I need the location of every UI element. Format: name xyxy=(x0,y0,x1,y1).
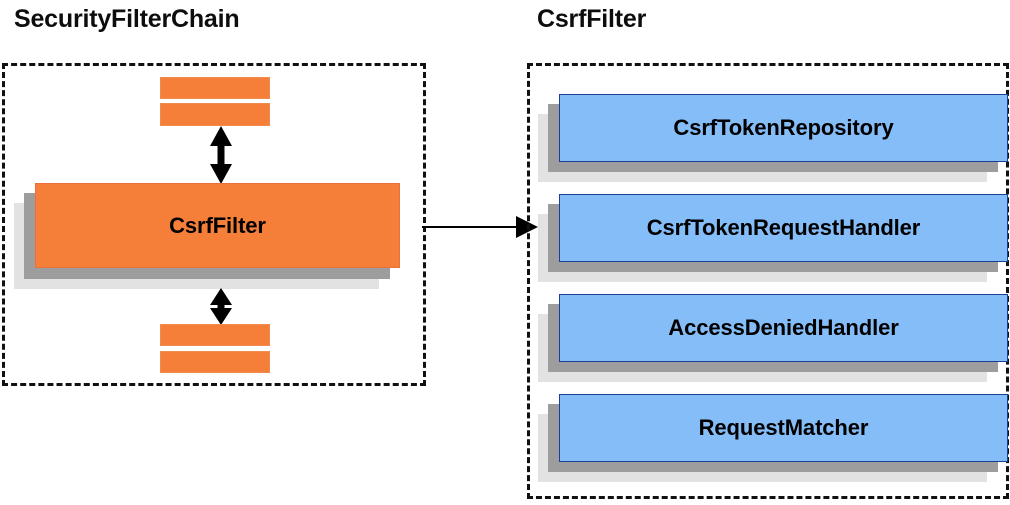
node-csrf-token-repository[interactable]: CsrfTokenRepository xyxy=(538,94,1008,182)
node-csrf-filter[interactable]: CsrfFilter xyxy=(14,183,400,289)
panel-security-filter-chain xyxy=(2,63,426,386)
node-label-access-denied-handler: AccessDeniedHandler xyxy=(668,315,899,340)
node-access-denied-handler[interactable]: AccessDeniedHandler xyxy=(538,294,1008,382)
filter-bar-top-2 xyxy=(160,103,270,126)
node-face: AccessDeniedHandler xyxy=(559,294,1008,362)
filter-bar-top-1 xyxy=(160,77,270,99)
panel-csrf-filter-detail xyxy=(527,63,1009,499)
node-face: CsrfTokenRepository xyxy=(559,94,1008,162)
connector-arrow-icon xyxy=(422,213,538,241)
node-face: RequestMatcher xyxy=(559,394,1008,462)
page-title-security-filter-chain: SecurityFilterChain xyxy=(14,5,240,33)
filter-bar-bottom-1 xyxy=(160,324,270,346)
node-label-request-matcher: RequestMatcher xyxy=(698,415,869,440)
double-headed-arrow-up-icon xyxy=(208,126,234,184)
node-label-csrf-token-repository: CsrfTokenRepository xyxy=(673,115,894,140)
node-label-csrf-token-request-handler: CsrfTokenRequestHandler xyxy=(646,215,921,240)
filter-bar-bottom-2 xyxy=(160,351,270,373)
node-label-csrf-filter: CsrfFilter xyxy=(169,212,266,238)
node-request-matcher[interactable]: RequestMatcher xyxy=(538,394,1008,482)
node-csrf-token-request-handler[interactable]: CsrfTokenRequestHandler xyxy=(538,194,1008,282)
node-face: CsrfTokenRequestHandler xyxy=(559,194,1008,262)
page-title-csrf-filter: CsrfFilter xyxy=(537,5,647,33)
node-face: CsrfFilter xyxy=(35,183,400,268)
double-headed-arrow-down-icon xyxy=(208,288,234,325)
